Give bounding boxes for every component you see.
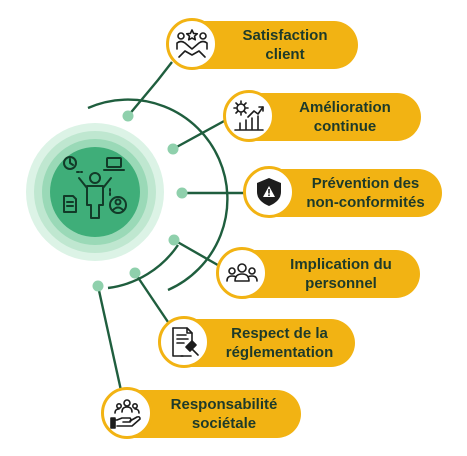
item-label-line2: personnel [305,275,377,292]
item-label: Satisfaction client [170,26,358,64]
item-satisfaction-client: Satisfaction client [166,18,358,70]
item-responsabilite-societale: Responsabilité sociétale [101,387,301,439]
item-implication-personnel: Implication du personnel [216,247,420,299]
hand-people-icon [110,399,141,429]
gear-growth-chart-icon [233,100,264,131]
team-icon [226,263,258,282]
item-badge [223,90,275,142]
hub [26,123,164,261]
item-badge [166,18,218,70]
item-prevention-non-conformites: Prévention des non-conformités [243,166,442,218]
item-label-line2: sociétale [191,415,257,432]
item-label-line2: réglementation [225,344,334,361]
item-label-line1: Responsabilité [170,396,278,413]
item-badge [216,247,268,299]
item-amelioration-continue: Amélioration continue [223,90,421,142]
warning-shield-icon [257,178,281,206]
item-label-line2: client [265,46,305,63]
document-gavel-icon [172,327,199,357]
item-badge [101,387,153,439]
handshake-star-icon [176,29,208,58]
item-label-line1: Amélioration [299,99,391,116]
item-label: Amélioration continue [227,98,421,136]
item-label: Responsabilité sociétale [105,395,301,433]
item-badge [243,166,295,218]
item-label: Prévention des non-conformités [247,174,442,212]
item-label-line1: Satisfaction [242,27,328,44]
item-label-line1: Respect de la [231,325,328,342]
person-task-icon [63,156,127,219]
item-badge [158,316,210,368]
item-respect-reglementation: Respect de la réglementation [158,316,355,368]
item-label-line2: continue [313,118,377,135]
item-label: Implication du personnel [220,255,420,293]
item-label-line1: Implication du [290,256,392,273]
item-label: Respect de la réglementation [162,324,355,362]
item-label-line1: Prévention des [311,175,420,192]
item-label-line2: non-conformités [306,194,425,211]
